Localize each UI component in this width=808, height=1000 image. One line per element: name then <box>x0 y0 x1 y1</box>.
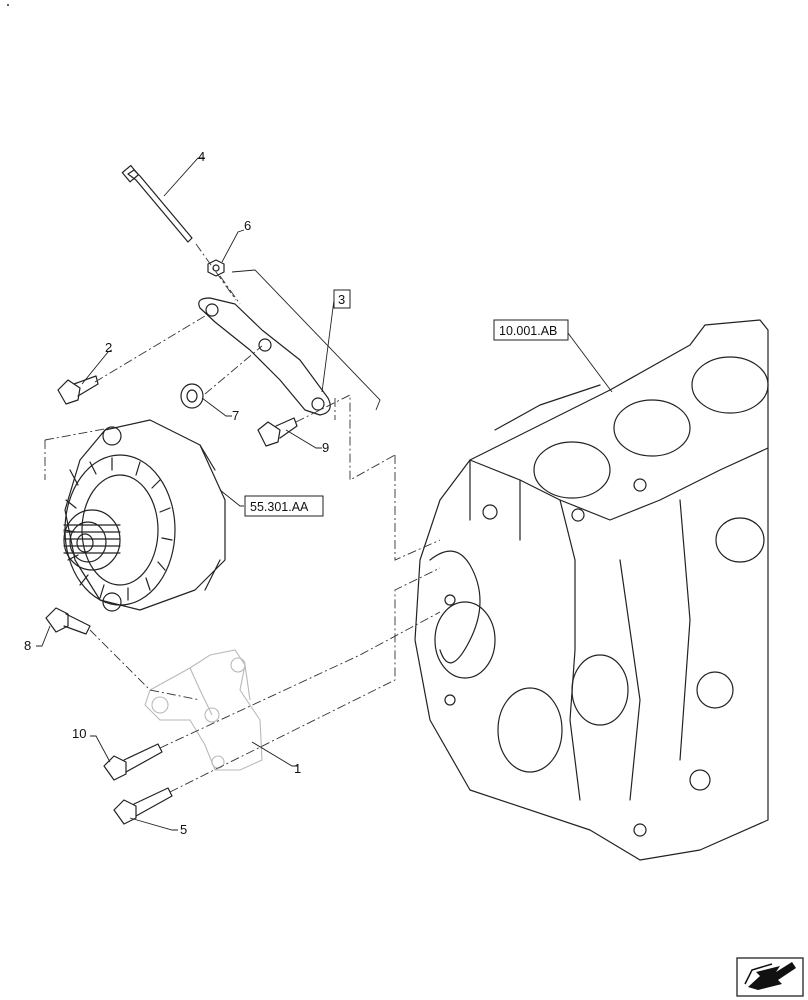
alignment-lines <box>44 243 441 793</box>
callout-1: 1 <box>294 761 301 776</box>
callout-7: 7 <box>232 408 239 423</box>
bolt-5 <box>113 787 173 825</box>
callout-8: 8 <box>24 638 31 653</box>
bolt-8 <box>45 607 91 635</box>
callout-10: 10 <box>72 726 86 741</box>
leader-lines <box>36 157 613 831</box>
reference-boxes: 10.001.AB 55.301.AA <box>244 319 569 517</box>
engine-block-ref-box <box>493 319 569 341</box>
corner-dot <box>7 4 9 6</box>
mounting-bracket <box>144 649 263 771</box>
callout-4: 4 <box>198 149 205 164</box>
bolt-4 <box>121 164 193 243</box>
alternator <box>63 419 226 612</box>
engine-block-ref: 10.001.AB <box>499 324 557 338</box>
view-direction-arrow-icon[interactable] <box>736 957 804 997</box>
nut-6 <box>207 259 225 277</box>
callout-2: 2 <box>105 340 112 355</box>
bolt-10 <box>103 743 163 781</box>
bolt-9 <box>257 417 298 447</box>
alternator-ref-box <box>244 495 324 517</box>
callout-3-box <box>333 289 351 309</box>
washer-nut-7 <box>180 383 204 409</box>
bolt-2 <box>57 375 99 405</box>
callout-9: 9 <box>322 440 329 455</box>
alternator-ref: 55.301.AA <box>250 500 309 514</box>
callout-labels: 4 6 2 7 9 8 10 1 5 3 <box>24 149 351 837</box>
adjusting-strap <box>198 297 331 416</box>
callout-3: 3 <box>338 292 345 307</box>
callout-6: 6 <box>244 218 251 233</box>
callout-5: 5 <box>180 822 187 837</box>
engine-block <box>414 319 769 861</box>
